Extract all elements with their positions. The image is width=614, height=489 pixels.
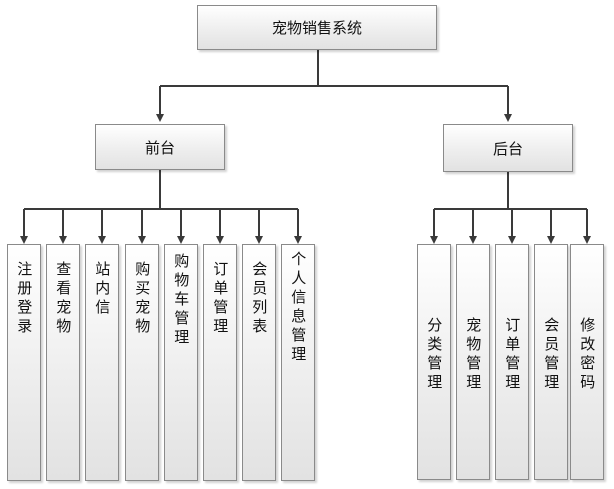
back-item-label: 分类管理 xyxy=(425,317,444,393)
front-item-label: 购买宠物 xyxy=(133,261,152,337)
back-label: 后台 xyxy=(492,139,523,158)
back-item-label: 订单管理 xyxy=(503,317,522,393)
front-item-node: 查看宠物 xyxy=(46,244,80,481)
front-item-node: 会员列表 xyxy=(242,244,276,481)
front-item-label: 站内信 xyxy=(93,261,112,318)
back-item-node: 会员管理 xyxy=(534,244,568,480)
front-node: 前台 xyxy=(95,124,225,170)
back-item-label: 修改密码 xyxy=(578,317,597,393)
front-item-node: 注册登录 xyxy=(7,244,41,481)
front-item-node: 购物车管理 xyxy=(164,244,198,481)
front-label: 前台 xyxy=(144,138,175,157)
front-item-label: 会员列表 xyxy=(250,261,269,337)
back-item-node: 分类管理 xyxy=(417,244,451,480)
back-item-label: 会员管理 xyxy=(542,317,561,393)
front-item-node: 站内信 xyxy=(85,244,119,481)
front-item-label: 个人信息管理 xyxy=(289,251,308,365)
back-item-node: 宠物管理 xyxy=(456,244,490,480)
front-item-label: 查看宠物 xyxy=(54,261,73,337)
front-item-node: 购买宠物 xyxy=(125,244,159,481)
root-label: 宠物销售系统 xyxy=(271,19,362,37)
back-item-label: 宠物管理 xyxy=(464,317,483,393)
front-item-label: 购物车管理 xyxy=(172,253,191,348)
front-item-node: 订单管理 xyxy=(203,244,237,481)
front-item-label: 订单管理 xyxy=(211,261,230,337)
back-node: 后台 xyxy=(443,124,573,172)
back-item-node: 订单管理 xyxy=(495,244,529,480)
root-node: 宠物销售系统 xyxy=(197,5,437,50)
front-item-label: 注册登录 xyxy=(15,261,34,337)
back-item-node: 修改密码 xyxy=(570,244,604,480)
front-item-node: 个人信息管理 xyxy=(281,244,315,481)
